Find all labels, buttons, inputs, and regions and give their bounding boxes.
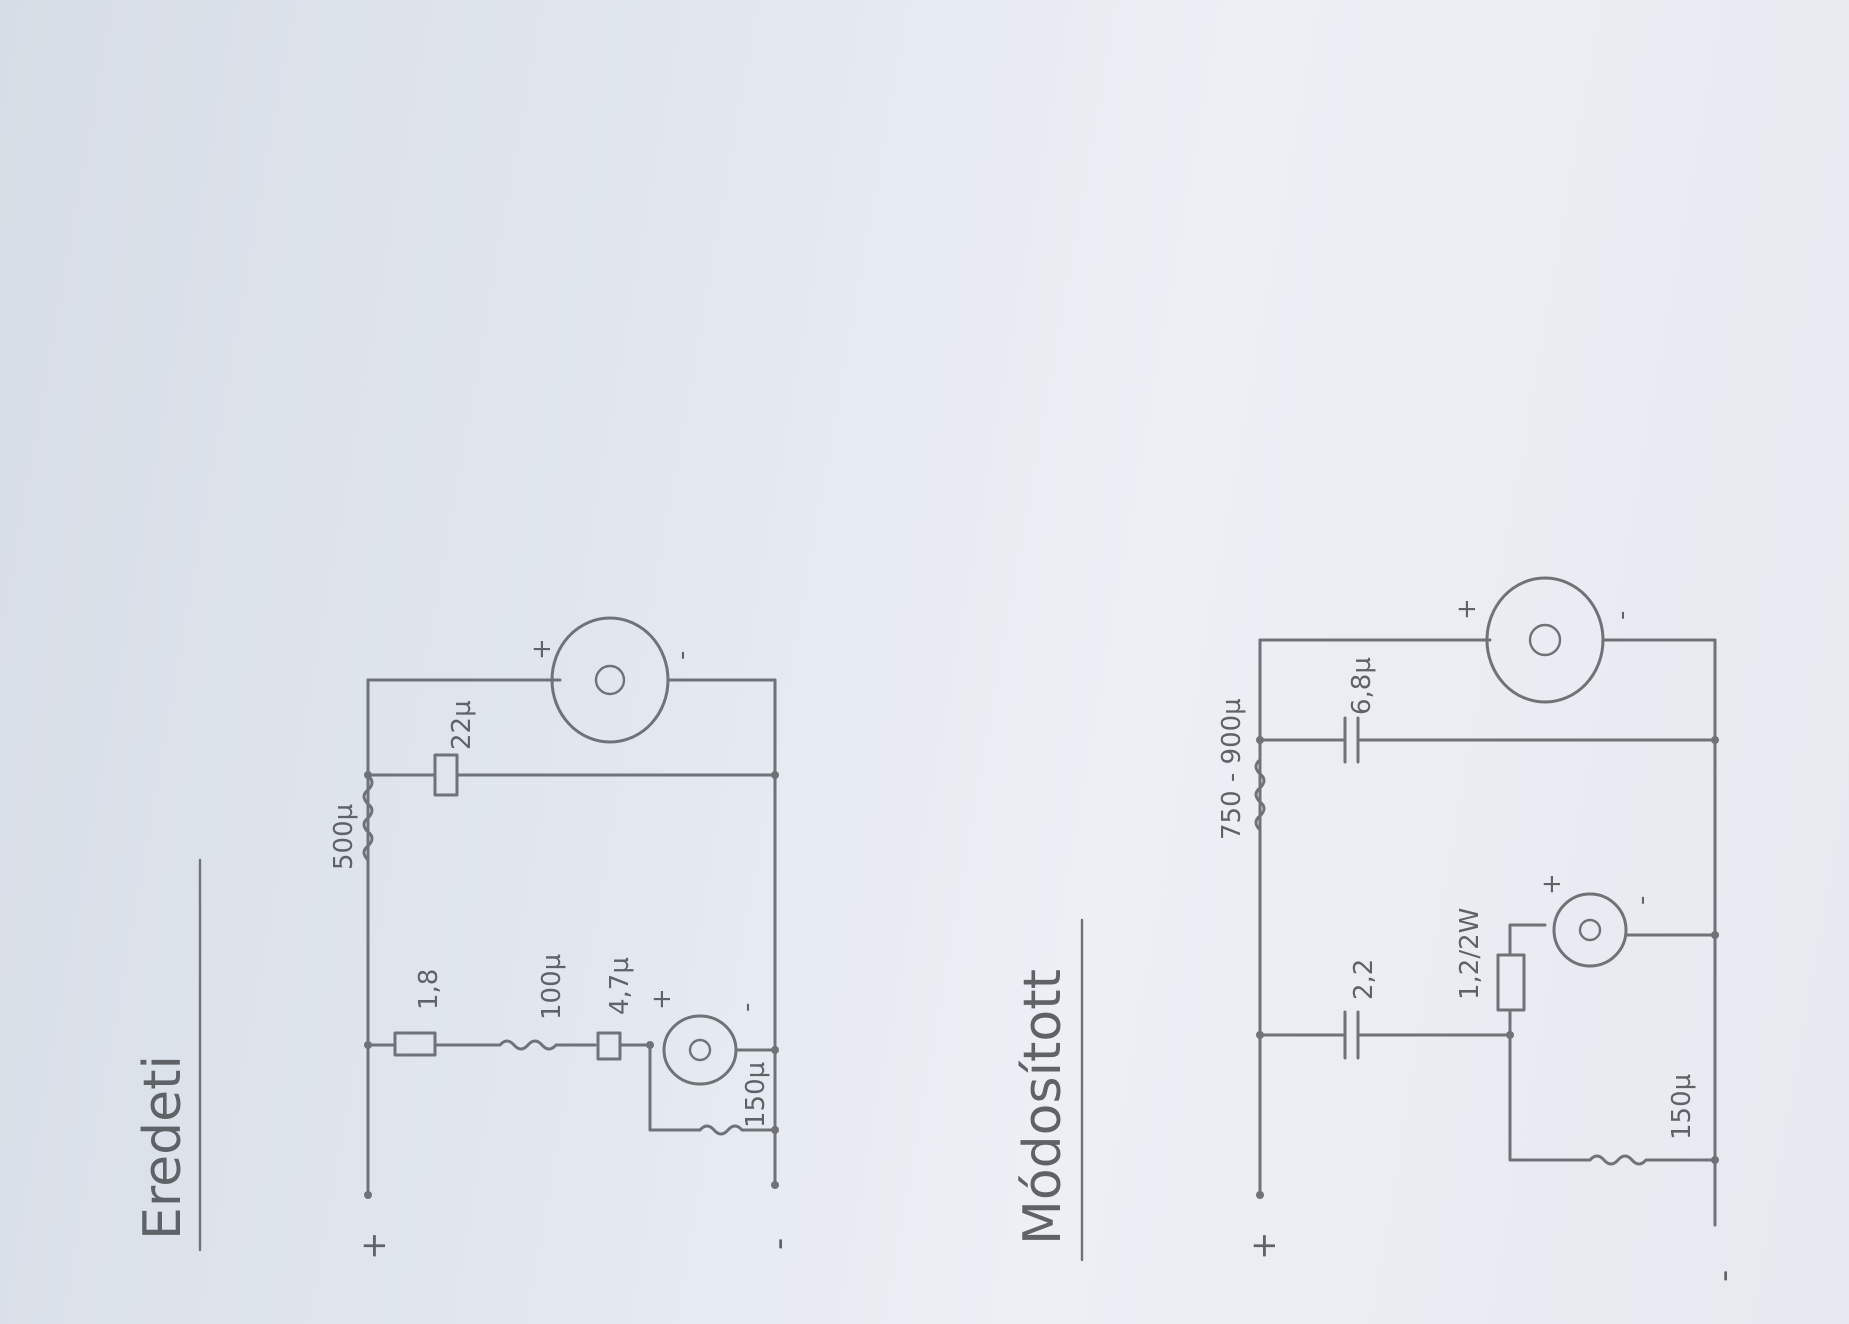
inductor-100 <box>433 1039 597 1051</box>
node-neg-1 <box>771 771 779 779</box>
capacitor-22 <box>433 753 459 797</box>
resistor-1-8 <box>393 1031 437 1057</box>
motor-small-2-minus: - <box>1627 896 1657 905</box>
original-title: Eredeti <box>133 1055 193 1240</box>
negative-terminal <box>771 1181 779 1189</box>
motor-main-2-minus: - <box>1607 611 1637 620</box>
positive-terminal <box>364 1191 372 1199</box>
capacitor-4-7-label: 4,7µ <box>605 957 635 1015</box>
positive-sign-2: + <box>1244 1232 1284 1261</box>
negative-sign-2: - <box>1704 1270 1744 1282</box>
negative-sign: - <box>759 1238 799 1250</box>
inductor-750-900 <box>1254 758 1266 832</box>
capacitor-6-8-label: 6,8µ <box>1347 657 1377 715</box>
motor-main <box>550 616 670 744</box>
inductor-500 <box>362 774 374 862</box>
motor-small-plus: + <box>647 988 677 1010</box>
modified-title: Módosított <box>1013 969 1073 1245</box>
inductor-150-b <box>1508 1033 1717 1166</box>
positive-sign: + <box>354 1232 394 1261</box>
motor-small-center <box>688 1038 712 1062</box>
motor-main-2 <box>1485 576 1605 704</box>
motor-main-center <box>594 664 626 696</box>
inductor-150-label: 150µ <box>741 1062 771 1128</box>
motor-main-2-center <box>1528 623 1562 657</box>
resistor-1-8-label: 1,8 <box>414 969 444 1010</box>
inductor-150 <box>648 1043 777 1136</box>
motor-small <box>662 1014 738 1086</box>
inductor-750-900-label: 750 - 900µ <box>1217 698 1247 840</box>
r12-to-motor <box>1508 923 1547 957</box>
motor-small-minus: - <box>732 1003 762 1012</box>
motor-small-2-plus: + <box>1537 873 1567 895</box>
node-neg-b1 <box>1711 736 1719 744</box>
motor-small-2 <box>1552 892 1628 968</box>
motor-main-plus: + <box>527 638 557 660</box>
capacitor-22-label: 22µ <box>447 700 477 750</box>
modified-circuit: Módosított + 750 - 900µ 6,8µ + - - <box>1013 576 1744 1282</box>
capacitor-2-2-label: 2,2 <box>1349 959 1379 1000</box>
motor-main-2-plus: + <box>1452 598 1482 620</box>
motor-main-minus: - <box>667 651 697 660</box>
motor-small-2-center <box>1578 918 1602 942</box>
inductor-500-label: 500µ <box>329 804 359 870</box>
resistor-1-2-2w-label: 1,2/2W <box>1455 908 1485 1000</box>
inductor-150-b-label: 150µ <box>1667 1074 1697 1140</box>
resistor-1-2-2w <box>1496 953 1526 1012</box>
original-circuit: Eredeti + 500µ 22µ + - - 1,8 <box>133 616 799 1261</box>
inductor-100-label: 100µ <box>537 954 567 1020</box>
capacitor-4-7 <box>596 1031 622 1061</box>
positive-terminal-2 <box>1256 1191 1264 1199</box>
